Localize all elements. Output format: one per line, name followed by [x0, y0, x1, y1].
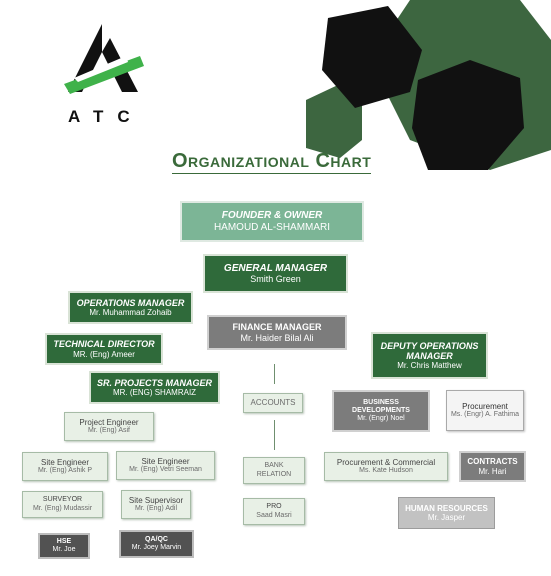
- node-title: CONTRACTS: [467, 457, 518, 467]
- node-title: Finance Manager: [232, 322, 322, 333]
- node-general-manager[interactable]: General Manager Smith Green: [203, 254, 348, 293]
- node-sr-projects-manager[interactable]: Sr. Projects Manager MR. (ENG) SHAMRAIZ: [89, 371, 220, 404]
- node-name: MR. (Eng) Ameer: [73, 349, 135, 359]
- node-title: Project Engineer: [79, 417, 139, 427]
- node-name: Mr. Hari: [478, 466, 507, 476]
- node-title: HSE: [56, 537, 72, 545]
- node-name: Mr. Chris Matthew: [397, 361, 462, 371]
- node-title: BANK RELATION: [256, 462, 292, 478]
- logo-text: ATC: [68, 107, 144, 126]
- node-technical-director[interactable]: Technical Director MR. (Eng) Ameer: [45, 333, 163, 365]
- node-deputy-operations-manager[interactable]: Deputy Operations Manager Mr. Chris Matt…: [371, 332, 488, 379]
- node-bank-relation[interactable]: BANK RELATION: [243, 457, 305, 484]
- node-name: Mr. Muhammad Zohaib: [89, 308, 172, 318]
- node-title: Procurement & Commercial: [336, 457, 436, 467]
- chart-title: Organizational Chart: [172, 150, 372, 174]
- node-name: MR. (ENG) SHAMRAIZ: [112, 388, 197, 398]
- decorative-hexagons: [306, 0, 551, 170]
- node-title: Technical Director: [53, 339, 155, 350]
- node-hse[interactable]: HSE Mr. Joe: [38, 533, 90, 559]
- node-business-developments[interactable]: BUSINESS DEVELOPMENTS Mr. (Engr) Noel: [332, 390, 430, 432]
- node-procurement-commercial[interactable]: Procurement & Commercial Ms. Kate Hudson: [324, 452, 448, 481]
- node-site-engineer[interactable]: Site Engineer Mr. (Eng) Ashik P: [22, 452, 108, 481]
- node-founder[interactable]: Founder & Owner HAMOUD AL-SHAMMARI: [180, 201, 364, 242]
- logo-mark-icon: [64, 24, 144, 94]
- node-title: Site Engineer: [141, 456, 190, 466]
- node-site-supervisor[interactable]: Site Supervisor Mr. (Eng) Adil: [121, 490, 191, 519]
- node-pro[interactable]: PRO Saad Masri: [243, 498, 305, 525]
- node-name: Mr. Haider Bilal Ali: [240, 332, 314, 343]
- node-name: Mr. Joey Marvin: [131, 544, 182, 551]
- node-name: HAMOUD AL-SHAMMARI: [213, 221, 331, 233]
- connector-line: [274, 420, 275, 450]
- node-name: Mr. (Eng) Adil: [134, 505, 177, 513]
- node-title: Sr. Projects Manager: [96, 377, 212, 388]
- node-human-resources[interactable]: HUMAN RESOURCES Mr. Jasper: [398, 497, 495, 529]
- node-name: Ms. (Engr) A. Fathima: [450, 411, 520, 419]
- node-name: Saad Masri: [256, 511, 292, 519]
- node-contracts[interactable]: CONTRACTS Mr. Hari: [459, 451, 526, 482]
- node-title: HUMAN RESOURCES: [405, 503, 488, 513]
- node-name: Mr. (Eng) Ashik P: [37, 467, 93, 475]
- node-title: Deputy Operations Manager: [380, 340, 479, 361]
- company-logo: ATC: [60, 22, 145, 126]
- node-name: Mr. Jasper: [427, 513, 466, 522]
- node-finance-manager[interactable]: Finance Manager Mr. Haider Bilal Ali: [207, 315, 347, 350]
- node-title: Founder & Owner: [221, 210, 323, 221]
- node-title: Site Engineer: [40, 457, 90, 467]
- node-accounts[interactable]: ACCOUNTS: [243, 393, 303, 413]
- node-title: General Manager: [223, 262, 328, 274]
- node-title: PRO: [266, 503, 282, 511]
- hexagon-green-small: [306, 84, 362, 158]
- hexagon-black-bottom: [412, 60, 524, 170]
- node-project-engineer[interactable]: Project Engineer Mr. (Eng) Asif: [64, 412, 154, 441]
- node-name: Mr. (Eng) Asif: [87, 427, 130, 435]
- node-name: Smith Green: [250, 274, 301, 285]
- node-name: Mr. Joe: [52, 546, 76, 553]
- node-site-engineer[interactable]: Site Engineer Mr. (Eng) Vetri Seeman: [116, 451, 215, 480]
- node-title: ACCOUNTS: [250, 398, 296, 408]
- connector-line: [274, 364, 275, 384]
- node-qa-qc[interactable]: QA/QC Mr. Joey Marvin: [119, 530, 194, 558]
- node-title: SURVEYOR: [42, 496, 83, 504]
- node-name: Mr. (Eng) Mudassir: [32, 504, 93, 512]
- node-name: Mr. (Eng) Vetri Seeman: [129, 466, 202, 474]
- hexagon-black-top: [322, 6, 422, 108]
- node-title: Operations Manager: [76, 297, 185, 308]
- node-name: Ms. Kate Hudson: [359, 467, 413, 475]
- node-name: Mr. (Engr) Noel: [357, 415, 405, 423]
- node-title: Procurement: [462, 401, 508, 411]
- node-operations-manager[interactable]: Operations Manager Mr. Muhammad Zohaib: [68, 291, 193, 324]
- node-procurement[interactable]: Procurement Ms. (Engr) A. Fathima: [446, 390, 524, 431]
- node-title: BUSINESS DEVELOPMENTS: [352, 398, 410, 414]
- node-title: Site Supervisor: [128, 495, 184, 505]
- node-surveyor[interactable]: SURVEYOR Mr. (Eng) Mudassir: [22, 491, 103, 518]
- node-title: QA/QC: [145, 535, 168, 543]
